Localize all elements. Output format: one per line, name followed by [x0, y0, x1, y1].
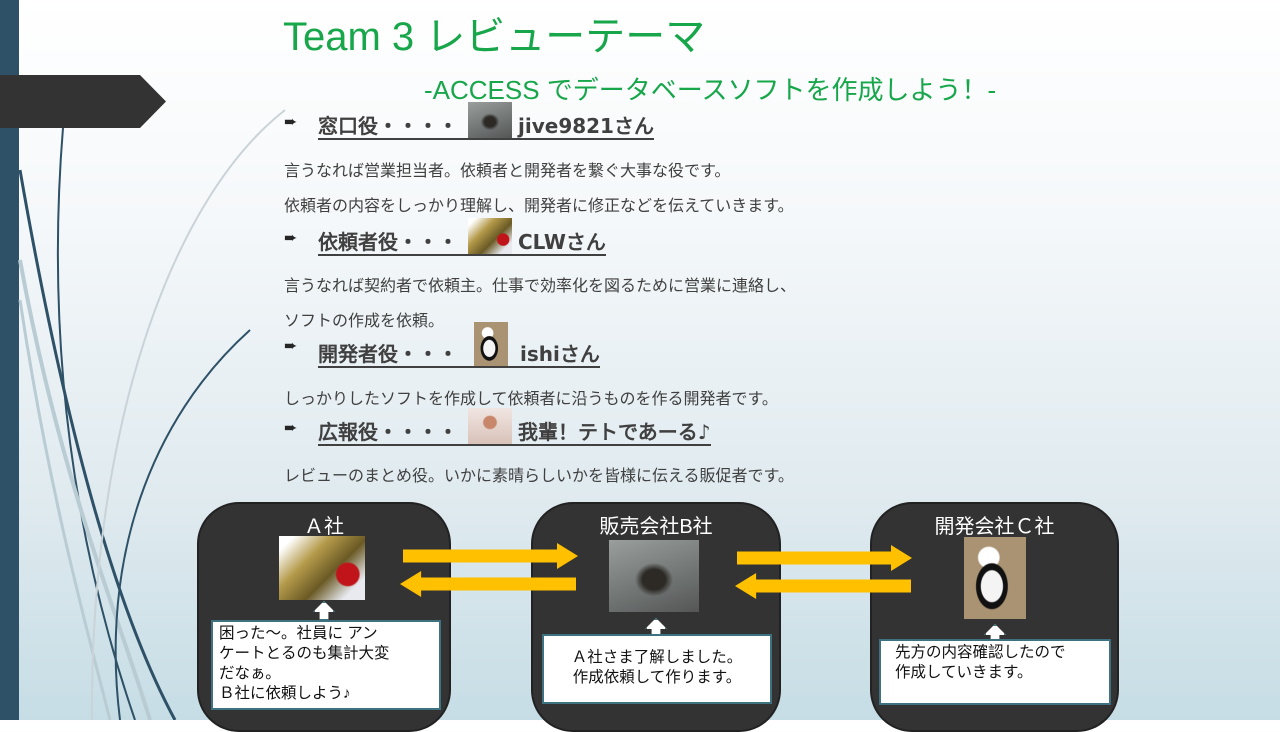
- role-desc: 言うなれば営業担当者。依頼者と開発者を繋ぐ大事な役です。: [284, 161, 731, 180]
- company-b-box: 販売会社B社 Ａ社さま了解しました。作成依頼して作ります。: [531, 502, 781, 732]
- callout-c: 先方の内容確認したので作成していきます。: [879, 639, 1111, 705]
- role-label: 開発者役・・・: [318, 342, 458, 366]
- turtle-photo: [468, 102, 512, 138]
- up-arrow-icon: [313, 601, 335, 621]
- arrow-bullet-icon: ➨: [284, 227, 298, 247]
- callout-b: Ａ社さま了解しました。作成依頼して作ります。: [542, 634, 772, 704]
- role-heading-pr: ➨ 広報役・・・・ 我輩！テトであーる♪: [284, 408, 711, 446]
- role-person: 我輩！テトであーる♪: [518, 420, 711, 444]
- teto-photo: [468, 408, 512, 444]
- role-label: 依頼者役・・・: [318, 230, 458, 254]
- arrow-bullet-icon: ➨: [284, 111, 298, 131]
- role-heading-window: ➨ 窓口役・・・・ jive9821さん: [284, 102, 654, 140]
- panda-photo: [474, 322, 508, 366]
- turtle-photo: [609, 540, 699, 612]
- slide-title: Team 3 レビューテーマ: [283, 15, 706, 59]
- role-desc: しっかりしたソフトを作成して依頼者に沿うものを作る開発者です。: [284, 389, 778, 408]
- role-desc: レビューのまとめ役。いかに素晴らしいかを皆様に伝える販促者です。: [284, 466, 794, 485]
- slide-subtitle: -ACCESS でデータベースソフトを作成しよう！-: [424, 75, 997, 105]
- panda-photo: [964, 537, 1026, 619]
- company-a-box: Ａ社 困った～。社員に アンケートとるのも集計大変だなぁ。Ｂ社に依頼しよう♪: [197, 502, 451, 732]
- arrow-banner: [0, 75, 166, 128]
- role-person: jive9821さん: [518, 114, 654, 138]
- role-heading-developer: ➨ 開発者役・・・ ishiさん: [284, 322, 600, 368]
- arrow-bullet-icon: ➨: [284, 417, 298, 437]
- company-name: 販売会社B社: [599, 516, 713, 538]
- role-heading-client: ➨ 依頼者役・・・ CLWさん: [284, 218, 606, 256]
- role-label: 窓口役・・・・: [318, 114, 458, 138]
- role-label: 広報役・・・・: [318, 420, 458, 444]
- role-person: ishiさん: [520, 342, 600, 366]
- callout-a: 困った～。社員に アンケートとるのも集計大変だなぁ。Ｂ社に依頼しよう♪: [211, 620, 441, 710]
- role-person: CLWさん: [518, 230, 606, 254]
- sidebar-accent: [0, 0, 19, 720]
- arrow-bullet-icon: ➨: [284, 335, 298, 355]
- company-name: Ａ社: [304, 516, 344, 538]
- role-desc: 依頼者の内容をしっかり理解し、開発者に修正などを伝えていきます。: [284, 196, 794, 215]
- company-c-box: 開発会社Ｃ社 先方の内容確認したので作成していきます。: [870, 502, 1119, 732]
- machine-photo: [279, 536, 365, 600]
- decorative-curves: [18, 94, 286, 720]
- role-desc: 言うなれば契約者で依頼主。仕事で効率化を図るために営業に連絡し、: [284, 276, 797, 295]
- company-name: 開発会社Ｃ社: [934, 516, 1055, 538]
- machine-photo: [468, 218, 512, 254]
- role-desc: ソフトの作成を依頼。: [284, 311, 445, 330]
